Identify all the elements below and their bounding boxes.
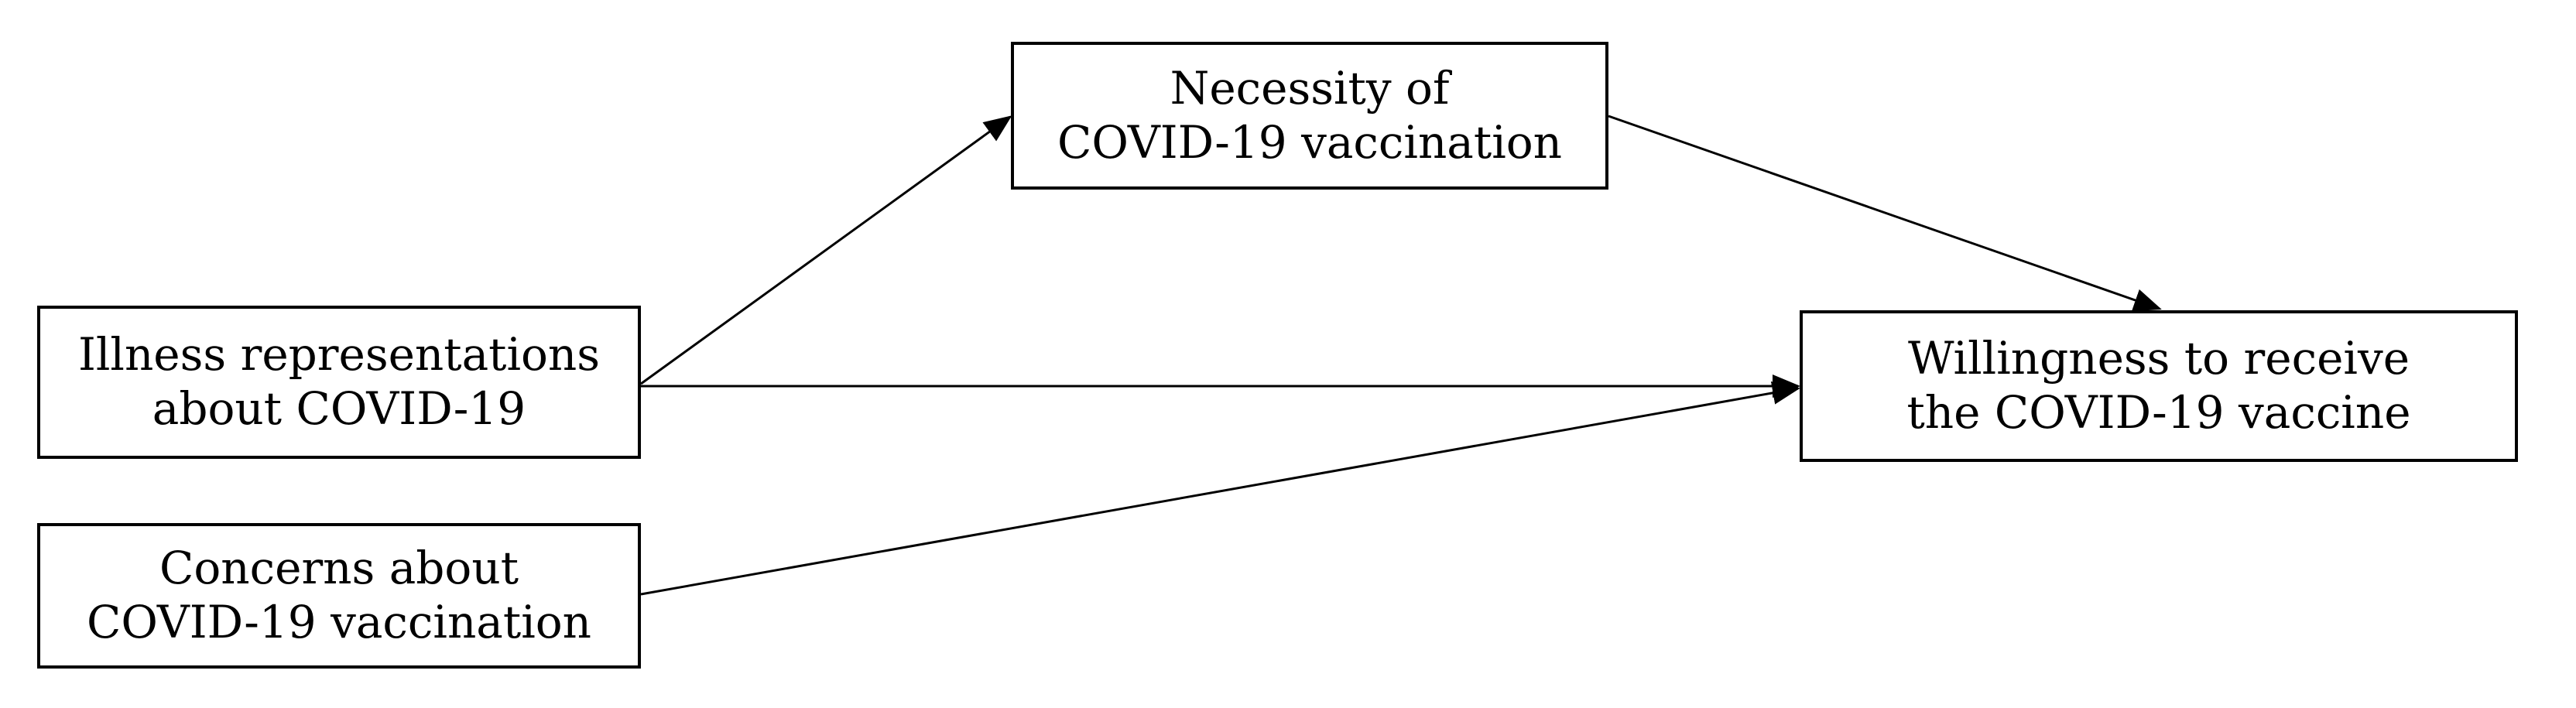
node-concerns-line2: COVID-19 vaccination xyxy=(86,596,592,648)
arrow-illness-to-necessity xyxy=(640,115,1012,385)
node-willingness-to-receive-vaccine: Willingness to receive the COVID-19 vacc… xyxy=(1800,310,2518,462)
node-concerns-line1: Concerns about xyxy=(159,542,519,595)
arrow-necessity-to-willingness xyxy=(1608,115,2162,312)
node-concerns-about-vaccination: Concerns about COVID-19 vaccination xyxy=(37,523,641,669)
node-necessity-line2: COVID-19 vaccination xyxy=(1057,115,1563,169)
node-illness-line1: Illness representations xyxy=(77,328,601,381)
node-necessity-of-vaccination: Necessity of COVID-19 vaccination xyxy=(1011,42,1608,190)
node-illness-line2: about COVID-19 xyxy=(152,382,526,435)
node-illness-representations: Illness representations about COVID-19 xyxy=(37,306,641,459)
arrow-concerns-to-willingness xyxy=(640,381,1800,596)
node-willingness-line1: Willingness to receive xyxy=(1907,332,2410,385)
node-necessity-line1: Necessity of xyxy=(1170,61,1450,115)
node-willingness-line2: the COVID-19 vaccine xyxy=(1906,386,2411,439)
